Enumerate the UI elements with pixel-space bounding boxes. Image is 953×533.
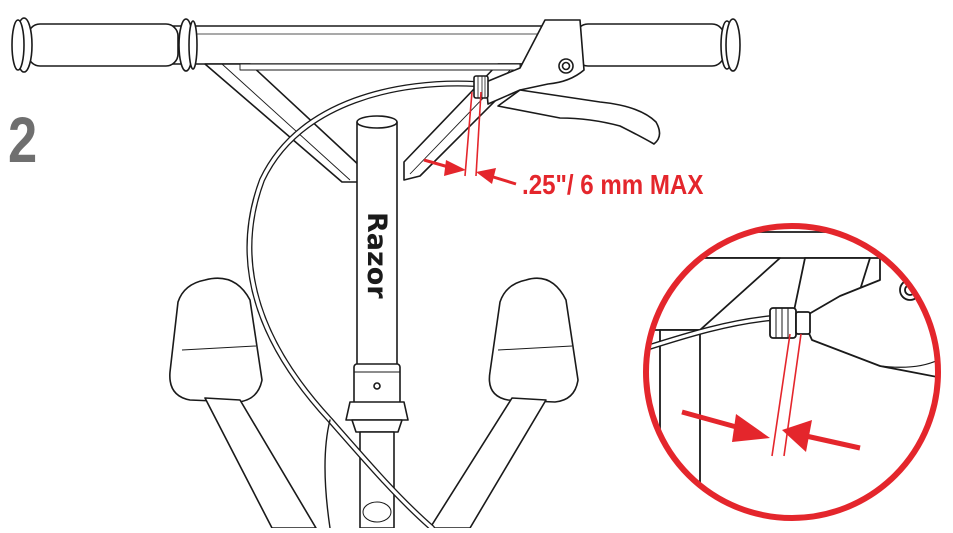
measurement-label: .25"/ 6 mm MAX [522, 169, 704, 200]
right-foot-pad [429, 277, 579, 529]
detail-callout [643, 223, 941, 521]
gap-measurement [423, 91, 517, 186]
right-arrow-icon [476, 168, 496, 184]
brake-cable [246, 80, 479, 531]
stem [345, 115, 409, 529]
frame [169, 63, 579, 529]
brand-logo: Razor [361, 212, 392, 299]
brake-lever [473, 19, 661, 145]
detail-left-arrow-icon [732, 414, 770, 442]
left-grip [11, 17, 198, 73]
detail-right-arrow-icon [782, 420, 812, 452]
step-number: 2 [8, 104, 38, 176]
left-foot-pad [169, 277, 317, 529]
right-grip [575, 18, 741, 72]
left-arrow-icon [444, 160, 466, 176]
magnifier-circle-icon [643, 223, 941, 521]
